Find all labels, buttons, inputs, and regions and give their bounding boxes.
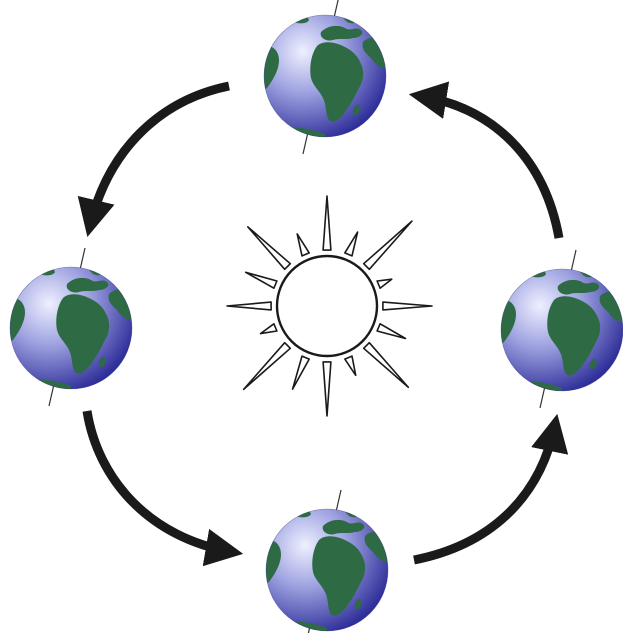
orbit-arrow-left-to-bottom	[87, 411, 232, 552]
sun-ray	[383, 302, 432, 310]
sun-icon	[227, 196, 432, 416]
earth-globe-icon	[261, 0, 389, 154]
sun-ray	[345, 356, 356, 375]
sun-ray	[377, 279, 392, 288]
sun-ray	[323, 196, 331, 250]
orbit-arrow-top-to-left	[90, 86, 229, 226]
orbit-arrow-right-to-top	[420, 96, 559, 238]
sun-ray	[364, 343, 409, 388]
orbit-arrow-bottom-to-right	[414, 425, 555, 560]
earth-globe-icon	[7, 248, 135, 406]
sun-ray	[227, 302, 271, 310]
sun-ray	[248, 227, 290, 269]
sun-ray	[345, 232, 358, 256]
sun-ray	[323, 362, 331, 416]
earth-globe-icon	[263, 490, 391, 633]
sun-ray	[364, 221, 412, 269]
earth-globe-icon	[498, 250, 623, 408]
sun-ray	[246, 272, 277, 288]
sun-ray	[293, 356, 310, 389]
sun-ray	[377, 324, 405, 339]
sun-ray	[244, 343, 291, 390]
sun-ray	[261, 324, 277, 334]
sun-ray	[297, 234, 309, 256]
